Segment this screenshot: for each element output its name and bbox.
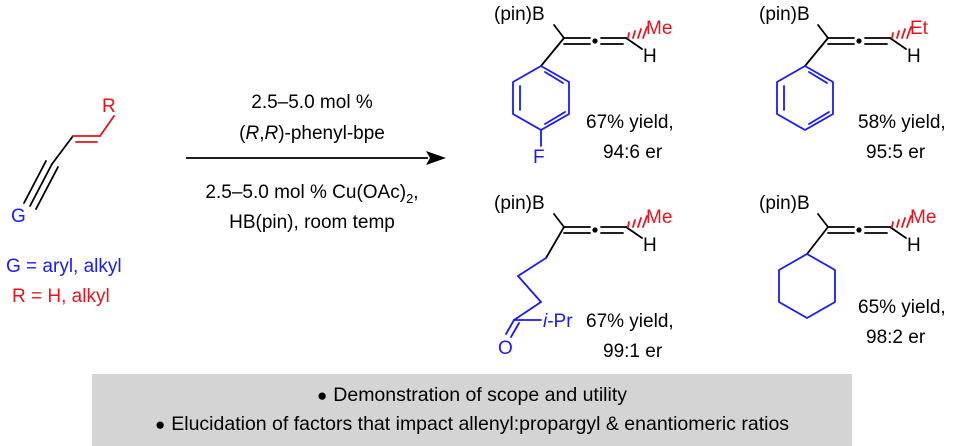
summary-panel: ●Demonstration of scope and utility ●Elu… bbox=[92, 374, 852, 446]
summary-item-scope: ●Demonstration of scope and utility bbox=[316, 384, 628, 406]
r-definition: R = H, alkyl bbox=[12, 286, 110, 307]
catalyst-loading: 2.5–5.0 mol % bbox=[251, 92, 373, 113]
chiral-ligand: (R,R)-phenyl-bpe bbox=[239, 123, 385, 144]
product-3-hydrogen: H bbox=[643, 235, 657, 256]
reaction-arrowhead bbox=[426, 151, 446, 165]
product-1-fluoro: F bbox=[533, 147, 545, 168]
g-substituent-label: G bbox=[11, 206, 26, 227]
bullet-icon: ● bbox=[154, 415, 166, 434]
product-4-yield: 65% yield, bbox=[858, 297, 946, 318]
product-4-boryl: (pin)B bbox=[759, 193, 810, 214]
reaction-conditions: 2.5–5.0 mol % (R,R)-phenyl-bpe 2.5–5.0 m… bbox=[186, 92, 446, 233]
product-2-substituent: Et bbox=[910, 18, 929, 39]
product-2-yield: 58% yield, bbox=[858, 112, 946, 133]
g-definition: G = aryl, alkyl bbox=[6, 256, 122, 277]
product-1-er: 94:6 er bbox=[603, 142, 663, 163]
product-1-yield: 67% yield, bbox=[586, 112, 674, 133]
product-3-carbonyl-oxygen: O bbox=[498, 338, 513, 359]
product-1-substituent: Me bbox=[646, 18, 672, 39]
product-4-er: 98:2 er bbox=[866, 327, 926, 348]
copper-salt: 2.5–5.0 mol % Cu(OAc)2, bbox=[205, 182, 418, 206]
borane-and-temperature: HB(pin), room temp bbox=[229, 212, 395, 233]
product-2-er: 95:5 er bbox=[866, 142, 926, 163]
product-1-hydrogen: H bbox=[643, 46, 657, 67]
product-3-isopropyl: i-Pr bbox=[543, 311, 573, 332]
product-1-boryl: (pin)B bbox=[494, 4, 545, 25]
summary-item-mechanism: ●Elucidation of factors that impact alle… bbox=[154, 413, 790, 435]
reactant-structure: R G G = aryl, alkyl R = H, alkyl bbox=[6, 96, 122, 307]
product-1-structure: (pin)B Me H F 67% yield, 94:6 er bbox=[494, 4, 674, 168]
product-3-structure: (pin)B Me H O i-Pr 67% yield, 99:1 er bbox=[494, 193, 674, 362]
product-4-substituent: Me bbox=[910, 207, 936, 228]
product-2-structure: (pin)B Et H 58% yield, 95:5 er bbox=[759, 4, 946, 163]
product-3-substituent: Me bbox=[646, 207, 672, 228]
product-3-yield: 67% yield, bbox=[586, 311, 674, 332]
bullet-icon: ● bbox=[316, 386, 328, 405]
r-substituent-label: R bbox=[102, 96, 116, 117]
product-4-structure: (pin)B Me H 65% yield, 98:2 er bbox=[759, 193, 946, 348]
product-3-er: 99:1 er bbox=[603, 341, 663, 362]
product-2-boryl: (pin)B bbox=[759, 4, 810, 25]
product-2-hydrogen: H bbox=[907, 46, 921, 67]
product-4-hydrogen: H bbox=[907, 235, 921, 256]
product-3-boryl: (pin)B bbox=[494, 193, 545, 214]
